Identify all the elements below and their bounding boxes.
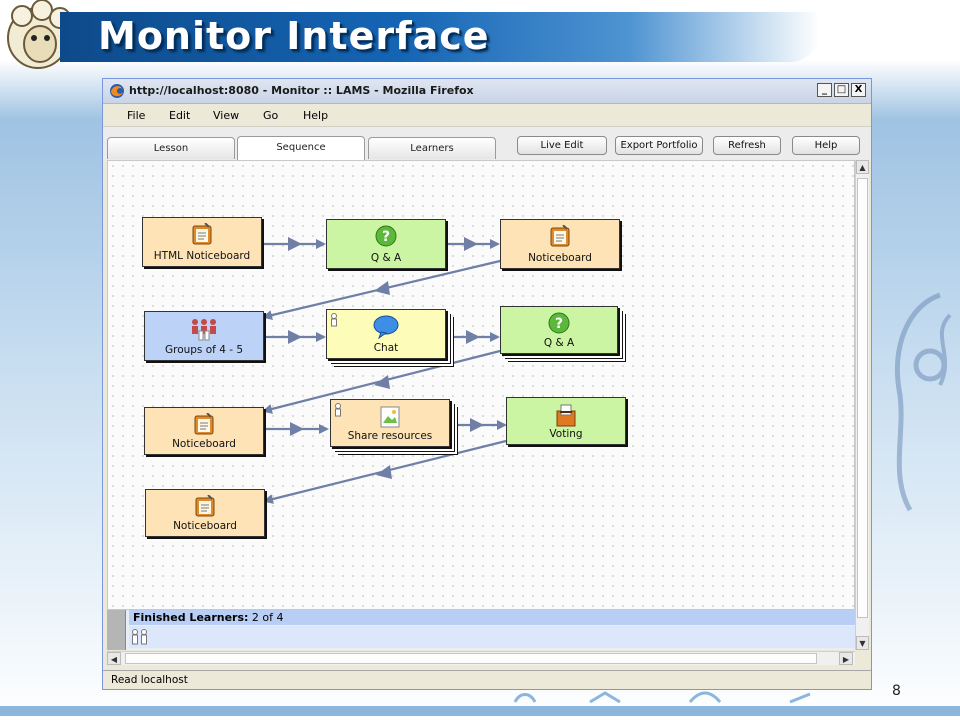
- scroll-right-icon[interactable]: ▶: [839, 652, 853, 665]
- transition-arrowhead: [288, 237, 302, 251]
- activity-voting[interactable]: Voting: [506, 397, 626, 445]
- menu-help[interactable]: Help: [303, 109, 329, 122]
- vertical-scrollbar[interactable]: ▲ ▼: [855, 160, 869, 650]
- scroll-left-icon[interactable]: ◀: [107, 652, 121, 665]
- learner-icon: [331, 313, 337, 327]
- slide-title: Monitor Interface: [98, 14, 490, 58]
- scroll-up-icon[interactable]: ▲: [856, 160, 869, 174]
- activity-label: Noticeboard: [528, 252, 592, 264]
- activity-label: Groups of 4 - 5: [164, 344, 244, 356]
- activity-label: Q & A: [543, 337, 575, 349]
- menu-edit[interactable]: Edit: [169, 109, 191, 122]
- activity-share-resources[interactable]: Share resources: [330, 399, 450, 447]
- activity-q-and-a-2[interactable]: ? Q & A: [500, 306, 618, 354]
- finished-learners-label: Finished Learners:: [133, 611, 249, 624]
- minimize-button[interactable]: _: [817, 83, 832, 97]
- activity-noticeboard-2[interactable]: Noticeboard: [144, 407, 264, 455]
- learner-icon[interactable]: [131, 629, 149, 645]
- question-icon: ?: [548, 312, 570, 334]
- browser-window: http://localhost:8080 - Monitor :: LAMS …: [102, 78, 872, 690]
- window-title: http://localhost:8080 - Monitor :: LAMS …: [129, 84, 474, 97]
- tab-learners[interactable]: Learners: [368, 137, 496, 159]
- maximize-button[interactable]: □: [834, 83, 849, 97]
- horizontal-scroll-thumb[interactable]: [125, 653, 817, 664]
- transition-arrowhead: [464, 237, 478, 251]
- bottom-stripe: [0, 706, 960, 716]
- close-button[interactable]: X: [851, 83, 866, 97]
- noticeboard-icon: [194, 413, 214, 435]
- slide-title-banner: [60, 12, 820, 62]
- chat-bubble-icon: [373, 315, 399, 339]
- activity-groups[interactable]: Groups of 4 - 5: [144, 311, 264, 361]
- live-edit-button[interactable]: Live Edit: [517, 136, 607, 155]
- learner-icon: [335, 403, 341, 417]
- activity-label: Chat: [373, 342, 399, 354]
- finished-learners-list: [129, 626, 855, 648]
- decorative-shapes: [513, 691, 811, 704]
- svg-text:?: ?: [555, 316, 563, 332]
- menu-view[interactable]: View: [213, 109, 240, 122]
- menu-file[interactable]: File: [127, 109, 146, 122]
- vertical-scroll-thumb[interactable]: [857, 178, 868, 618]
- question-icon: ?: [375, 225, 397, 247]
- finished-learners-count: 2 of 4: [251, 611, 284, 624]
- activity-noticeboard-3[interactable]: Noticeboard: [145, 489, 265, 537]
- svg-text:?: ?: [382, 229, 390, 245]
- transition-arrowhead: [290, 422, 304, 436]
- refresh-button[interactable]: Refresh: [713, 136, 781, 155]
- activity-label: HTML Noticeboard: [153, 250, 251, 262]
- sheep-watermark-icon: [894, 292, 952, 512]
- menu-bar: File Edit View Go Help: [103, 104, 871, 126]
- activity-label: Noticeboard: [172, 438, 236, 450]
- tab-lesson[interactable]: Lesson: [107, 137, 235, 159]
- transition-arrowhead: [376, 465, 392, 479]
- monitor-toolbar: Lesson Sequence Learners Live Edit Expor…: [103, 126, 871, 161]
- activity-label: Share resources: [347, 430, 433, 442]
- activity-label: Voting: [549, 428, 583, 440]
- activity-q-and-a[interactable]: ? Q & A: [326, 219, 446, 269]
- help-button[interactable]: Help: [792, 136, 860, 155]
- export-portfolio-button[interactable]: Export Portfolio: [615, 136, 703, 155]
- activity-label: Q & A: [370, 252, 402, 264]
- finished-learners-header: Finished Learners: 2 of 4: [129, 610, 855, 625]
- transition-arrowhead: [466, 330, 480, 344]
- tab-sequence[interactable]: Sequence: [237, 136, 365, 160]
- panel-resize-handle[interactable]: [107, 610, 126, 650]
- horizontal-scrollbar[interactable]: ◀ ▶: [107, 651, 855, 665]
- voting-icon: [556, 404, 576, 427]
- activity-html-noticeboard[interactable]: HTML Noticeboard: [142, 217, 262, 267]
- noticeboard-icon: [550, 225, 570, 247]
- firefox-icon: [110, 84, 124, 98]
- groups-icon: [192, 319, 216, 341]
- noticeboard-icon: [192, 223, 212, 245]
- transition-arrowhead: [470, 418, 484, 432]
- transition-arrowhead: [288, 330, 302, 344]
- transition-arrowhead: [374, 281, 390, 295]
- scroll-down-icon[interactable]: ▼: [856, 636, 869, 650]
- noticeboard-icon: [195, 495, 215, 517]
- activity-noticeboard-1[interactable]: Noticeboard: [500, 219, 620, 269]
- activity-label: Noticeboard: [173, 520, 237, 532]
- slide-number: 8: [892, 683, 901, 699]
- finished-learners-panel: Finished Learners: 2 of 4: [107, 610, 855, 650]
- menu-go[interactable]: Go: [263, 109, 279, 122]
- transition-arrows: [262, 237, 507, 504]
- sequence-canvas[interactable]: HTML Noticeboard ? Q & A Noticeboard Gro…: [107, 160, 855, 610]
- window-titlebar[interactable]: http://localhost:8080 - Monitor :: LAMS …: [103, 79, 871, 104]
- share-resources-icon: [380, 406, 400, 428]
- status-bar: Read localhost: [103, 670, 871, 689]
- activity-chat[interactable]: Chat: [326, 309, 446, 359]
- transition-arrowhead: [374, 375, 390, 389]
